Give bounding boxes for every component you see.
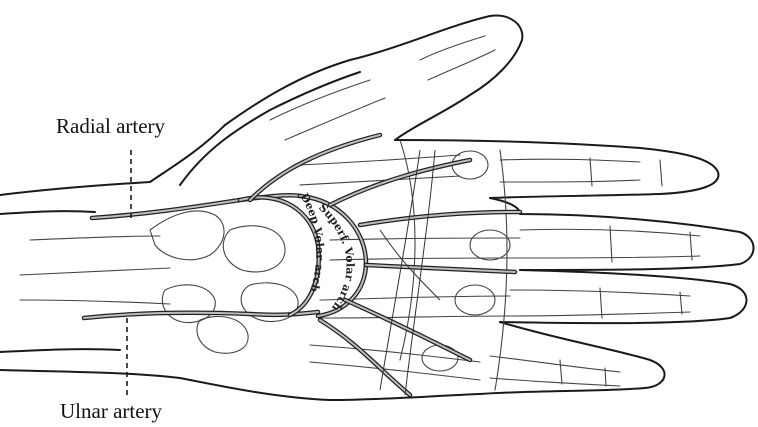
- arteries: [84, 135, 520, 395]
- hand-outline: [0, 16, 754, 400]
- radial-artery-label: Radial artery: [56, 114, 165, 139]
- ulnar-artery-label: Ulnar artery: [60, 399, 162, 424]
- hand-bones: [20, 36, 700, 390]
